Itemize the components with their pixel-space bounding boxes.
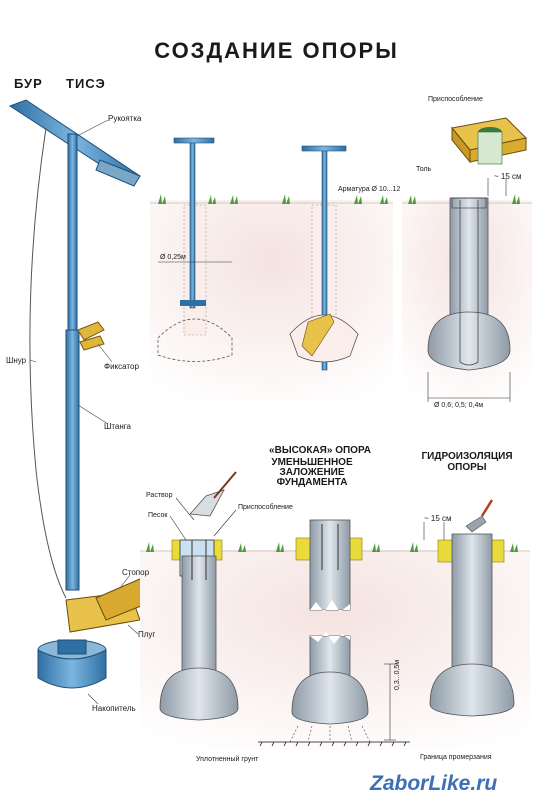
bottom-panel-shallow xyxy=(289,519,396,743)
title-high-support: «ВЫСОКАЯ» ОПОРА xyxy=(269,445,371,456)
label-sand: Песок xyxy=(148,512,168,519)
drill-lock xyxy=(77,321,105,341)
top-panel-widening xyxy=(289,145,359,371)
drill-collector xyxy=(37,639,107,689)
label-collector: Накопитель xyxy=(92,704,136,713)
top-panel-drilling xyxy=(157,137,233,362)
bottom-panel-high-support xyxy=(159,471,239,721)
drill-heading-right: ТИСЭ xyxy=(66,76,106,91)
label-offset-top: ~ 15 см xyxy=(494,172,522,181)
label-freeze-boundary: Граница промерзания xyxy=(420,754,492,761)
title-waterproof-1: ГИДРОИЗОЛЯЦИЯ xyxy=(421,451,513,462)
label-device-top: Приспособление xyxy=(428,96,483,103)
label-plow: Плуг xyxy=(138,630,156,639)
label-compacted-soil: Уплотненный грунт xyxy=(196,756,259,763)
tise-drill xyxy=(8,99,147,705)
bottom-panel-waterproofing xyxy=(423,499,515,717)
grass-tufts-top xyxy=(158,194,520,204)
title-shallow-2: ЗАЛОЖЕНИЕ xyxy=(279,467,345,478)
drill-heading-left: БУР xyxy=(14,76,43,91)
grass-tufts-bottom xyxy=(146,542,518,552)
freeze-boundary-line xyxy=(258,741,410,747)
drill-rod-upper xyxy=(67,133,78,335)
label-handle: Рукоятка xyxy=(108,114,142,123)
watermark-text: ZaborLike.ru xyxy=(370,772,498,795)
label-hole-diameter: Ø 0,25м xyxy=(160,254,186,261)
label-lock: Фиксатор xyxy=(104,362,139,371)
drill-cord xyxy=(29,127,67,599)
label-rebar: Арматура Ø 10...12 xyxy=(338,186,401,193)
page-title: СОЗДАНИЕ ОПОРЫ xyxy=(154,38,399,63)
title-waterproof-2: ОПОРЫ xyxy=(447,462,487,473)
label-depth: 0,3...0,5м xyxy=(394,659,401,690)
label-device-bottom: Приспособление xyxy=(238,504,293,511)
top-panel-pillar xyxy=(427,117,528,402)
drill-rod-lower xyxy=(65,329,80,591)
label-offset-bottom: ~ 15 см xyxy=(424,514,452,523)
label-cord: Шнур xyxy=(6,356,27,365)
title-shallow-3: ФУНДАМЕНТА xyxy=(276,477,348,488)
label-stopper: Стопор xyxy=(122,568,150,577)
label-roofing: Толь xyxy=(416,166,432,173)
title-shallow-1: УМЕНЬШЕННОЕ xyxy=(271,457,353,468)
label-rod: Штанга xyxy=(104,422,131,431)
label-base-diameter: Ø 0,6; 0,5; 0,4м xyxy=(434,402,484,409)
label-mortar: Раствор xyxy=(146,492,173,499)
